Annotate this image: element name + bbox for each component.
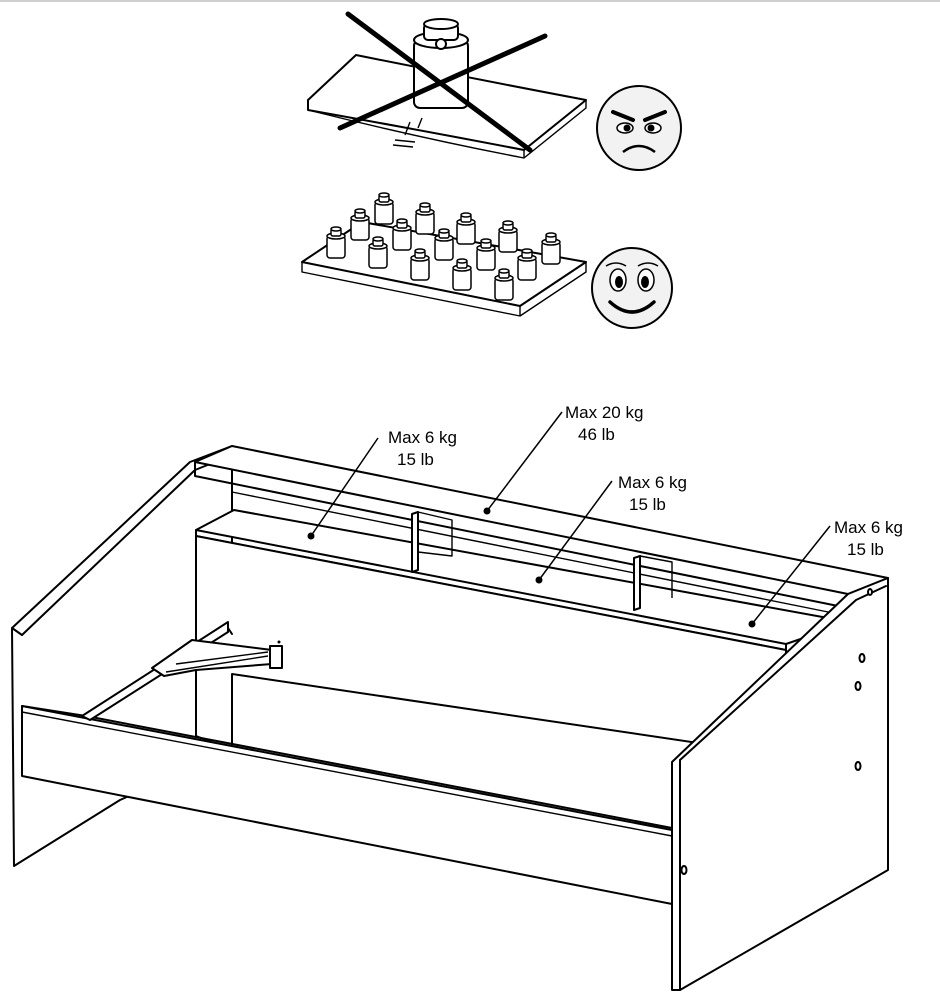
small-weight-icon [456, 212, 476, 245]
small-weights-group [326, 192, 561, 301]
right-end-panel [671, 577, 889, 991]
small-weight-icon [410, 248, 430, 281]
small-weight-icon [326, 226, 346, 259]
screw-holes [680, 588, 873, 875]
small-weight-icon [541, 232, 561, 265]
daybed-drawing [11, 445, 889, 991]
small-weight-icon [374, 192, 394, 225]
shelf-right-kg-label: Max 6 kg [834, 518, 903, 537]
leader-lines [307, 411, 831, 628]
small-weight-icon [517, 248, 537, 281]
small-weight-icon [392, 218, 412, 251]
small-weight-icon [415, 202, 435, 235]
small-weight-icon [494, 268, 514, 301]
top-shelf-kg-label: Max 20 kg [565, 403, 643, 422]
shelf-middle-lb-label: 15 lb [629, 495, 666, 514]
small-weight-icon [476, 238, 496, 271]
angry-face-icon [596, 85, 682, 171]
small-weight-icon [368, 236, 388, 269]
top-shelf-lb-label: 46 lb [578, 425, 615, 444]
front-rail [21, 705, 673, 905]
shelf-left-kg-label: Max 6 kg [388, 428, 457, 447]
happy-face-icon [591, 247, 673, 329]
small-weight-icon [498, 220, 518, 253]
top-border [0, 0, 940, 2]
shelf-left-lb-label: 15 lb [397, 450, 434, 469]
small-weight-icon [434, 228, 454, 261]
bracket-icon [151, 639, 283, 677]
small-weight-icon [452, 258, 472, 291]
shelf-middle-kg-label: Max 6 kg [618, 473, 687, 492]
concentrated-load-illustration [307, 11, 587, 159]
back-panel [195, 535, 787, 757]
shelf-right-lb-label: 15 lb [847, 540, 884, 559]
cross-out-icon [337, 11, 548, 153]
small-weight-icon [350, 208, 370, 241]
